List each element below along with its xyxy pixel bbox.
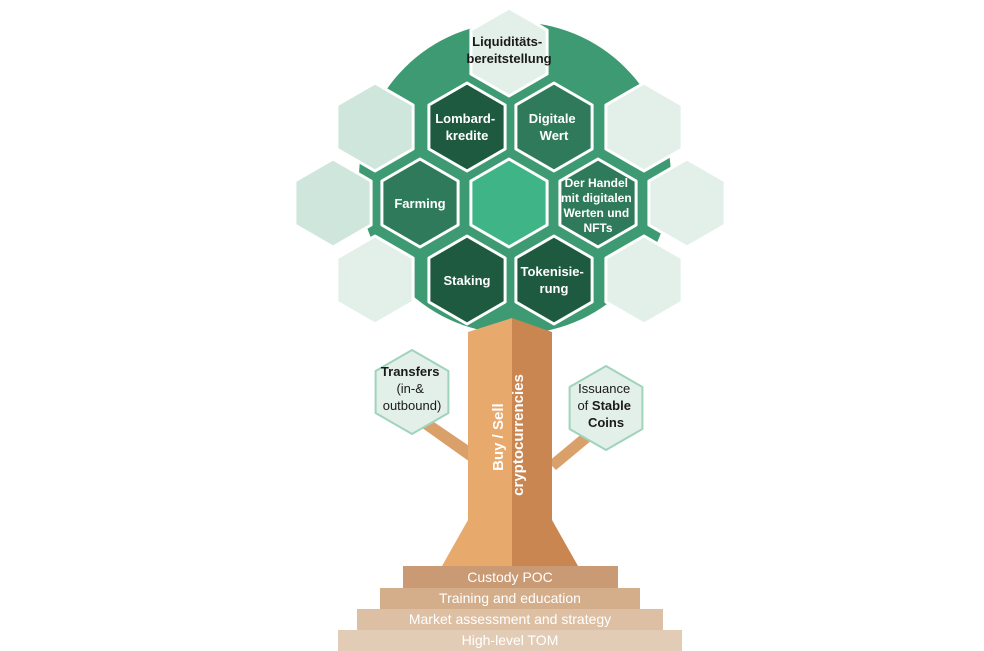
trunk-label-line-2: cryptocurrencies (510, 374, 527, 496)
hex-digitale-wert-label: Digitale Wert (529, 111, 580, 143)
hex-farming (380, 157, 460, 249)
hex-issuance-label: Issuance of Stable Coins (577, 381, 634, 430)
hex-transfers (374, 349, 450, 435)
hex-staking-label: Staking (444, 273, 491, 288)
trunk-left-half (442, 318, 512, 566)
trunk-label: Buy / Sell cryptocurrencies (490, 374, 527, 496)
hex-der-handel (558, 157, 638, 249)
hex-liquiditaetsbereitstellung-label: Liquiditäts- bereitstellung (466, 34, 551, 66)
trunk-label-line-1: Buy / Sell (490, 403, 507, 471)
hex-liquiditaetsbereitstellung (469, 6, 549, 98)
decorative-hex-mid-right (647, 157, 727, 249)
hex-issuance-stable-coins (568, 365, 644, 451)
decorative-hex-top-right (604, 81, 684, 173)
hex-staking (427, 234, 507, 326)
step-high-level-tom-label: High-level TOM (462, 632, 559, 648)
hex-tokenisierung (514, 234, 594, 326)
hex-tokenisierung-label: Tokenisie- rung (521, 264, 588, 296)
decorative-hex-bottom-left (335, 234, 415, 326)
foundation-steps: Custody POC Training and education Marke… (338, 566, 682, 651)
trunk-right-half (512, 318, 578, 566)
hex-center (469, 157, 549, 249)
step-training-education (380, 588, 640, 609)
branch-right (548, 432, 592, 470)
hex-digitale-wert (514, 81, 594, 173)
hex-transfers-label: Transfers (in-& outbound) (381, 364, 443, 413)
step-training-education-label: Training and education (439, 590, 581, 606)
hex-der-handel-label: Der Handel mit digitalen Werten und NFTs (561, 176, 635, 235)
hex-lombardkredite-label: Lombard- kredite (435, 111, 499, 143)
step-high-level-tom (338, 630, 682, 651)
branch-left (418, 418, 478, 462)
step-market-assessment-label: Market assessment and strategy (409, 611, 611, 627)
decorative-hex-mid-left (293, 157, 373, 249)
hex-farming-label: Farming (394, 196, 445, 211)
decorative-hex-bottom-right (604, 234, 684, 326)
step-market-assessment (357, 609, 663, 630)
decorative-hex-top-left (335, 81, 415, 173)
step-custody-poc-label: Custody POC (467, 569, 553, 585)
hex-lombardkredite (427, 81, 507, 173)
step-custody-poc (403, 566, 618, 588)
